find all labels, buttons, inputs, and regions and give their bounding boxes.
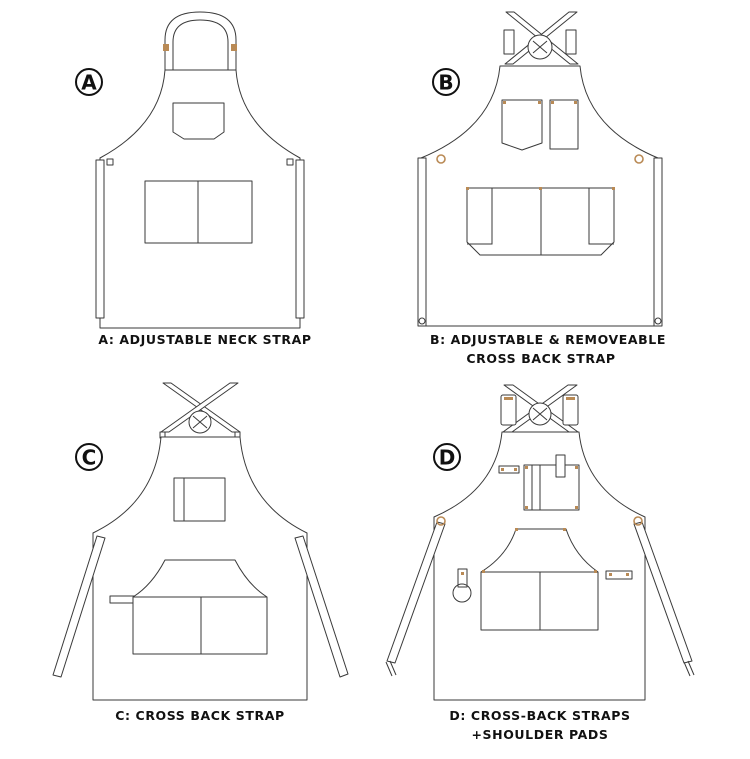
strap-slider-icon [503, 29, 515, 55]
caption-a: A: ADJUSTABLE NECK STRAP [98, 332, 311, 347]
buckle-icon [163, 44, 169, 51]
svg-text:C: C [82, 446, 97, 470]
waist-tie-left [52, 535, 106, 678]
svg-text:A: A [81, 71, 97, 95]
apron-b [417, 11, 663, 327]
badge-d: D [433, 443, 461, 471]
svg-text:D: D [439, 446, 456, 470]
waist-tie-right [653, 157, 663, 327]
pen-slot-d [555, 454, 566, 478]
waist-tie-left [95, 159, 105, 319]
strap-tab-d [605, 570, 633, 580]
apron-c [52, 382, 349, 701]
phone-pocket-b [549, 99, 579, 150]
strap-tab-d [498, 465, 520, 474]
apron-d [385, 384, 695, 701]
waist-tie-left [386, 521, 446, 664]
caption-d-line2: +SHOULDER PADS [471, 727, 608, 742]
badge-c: C [75, 443, 103, 471]
caption-b-line2: CROSS BACK STRAP [466, 351, 615, 366]
waist-tie-right [295, 159, 305, 319]
neck-strap-a [164, 11, 237, 71]
svg-text:B: B [438, 71, 453, 95]
chest-pocket-a [172, 102, 225, 140]
shoulder-pad-right [562, 394, 579, 426]
apron-a [95, 11, 305, 329]
badge-a: A [75, 68, 103, 96]
badge-b: B [432, 68, 460, 96]
chest-pocket-c [173, 477, 226, 522]
towel-ring-icon [452, 583, 472, 603]
chest-pocket-b [501, 99, 543, 151]
front-pocket-c [132, 559, 268, 655]
waist-tie-right [294, 535, 349, 678]
towel-loop-c [109, 595, 135, 604]
caption-b-line1: B: ADJUSTABLE & REMOVEABLE [430, 332, 666, 347]
caption-c: C: CROSS BACK STRAP [115, 708, 285, 723]
buckle-icon [231, 44, 237, 51]
shoulder-pad-left [500, 394, 517, 426]
chest-pocket-d [523, 464, 580, 511]
ring-holder-d [457, 568, 468, 588]
strap-slider-icon [565, 29, 577, 55]
caption-d-line1: D: CROSS-BACK STRAPS [449, 708, 630, 723]
waist-tie-left [417, 157, 427, 327]
waist-tie-right [633, 521, 693, 664]
